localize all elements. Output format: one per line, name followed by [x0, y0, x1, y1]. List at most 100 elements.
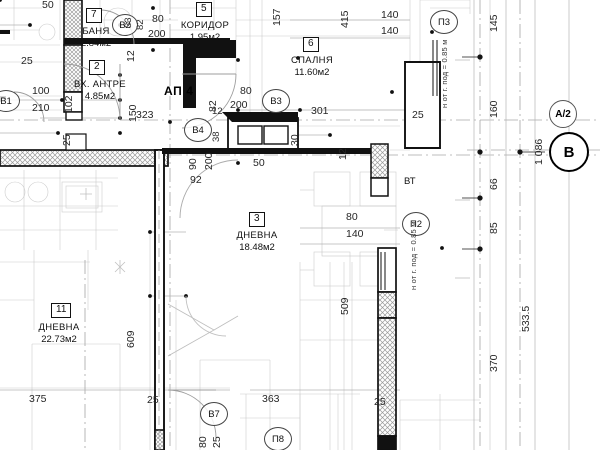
kitchen-counter-block [222, 112, 299, 151]
wall-hatched-horizontal-main [0, 149, 169, 167]
dim-25-b: 25 [61, 134, 73, 146]
dim-25-f: 25 [211, 436, 223, 448]
dim-323: 323 [136, 109, 154, 121]
dim-509: 509 [339, 297, 351, 315]
room-number-11: 11 [51, 303, 72, 318]
dim-301: 301 [311, 105, 329, 117]
window-tag-p3[interactable]: П3 [430, 10, 458, 34]
door-leaves [119, 64, 236, 391]
wall-pier-white [370, 177, 389, 197]
dim-145: 145 [488, 14, 500, 32]
dim-82-top: 82 [135, 19, 146, 30]
label-vt: ВТ [404, 176, 416, 187]
wall-bath-bottom [64, 38, 230, 44]
room-number-2: 2 [89, 60, 105, 75]
apartment-label: АП 4 [164, 84, 194, 98]
dim-12-b: 12 [212, 106, 223, 117]
dim-92: 92 [190, 174, 202, 186]
grid-marker-b[interactable]: B [549, 132, 589, 172]
dim-90: 90 [187, 158, 199, 170]
room-name-living11: ДНЕВНА [38, 322, 80, 333]
dim-38: 38 [211, 131, 222, 142]
dim-375: 375 [29, 393, 47, 405]
room-area-bedroom: 11.60м2 [294, 67, 330, 78]
window-tag-p2[interactable]: П2 [402, 212, 430, 236]
room-name-living3: ДНЕВНА [236, 230, 278, 241]
dim-370: 370 [488, 354, 500, 372]
room-number-7: 7 [86, 8, 102, 23]
room-number-5: 5 [196, 2, 212, 17]
dim-140-c: 140 [346, 228, 364, 240]
level-note-bottom: н от г. под = 0.85 м [409, 221, 418, 290]
dim-415: 415 [339, 10, 351, 28]
folding-door-lines [167, 303, 239, 357]
dim-80-c: 80 [346, 211, 358, 223]
dim-100: 100 [32, 85, 50, 97]
dim-533-5: 533.5 [520, 305, 532, 332]
wall-vertical-central [154, 149, 165, 450]
room-area-corridor: 1.95м2 [189, 32, 221, 43]
grid-marker-a2[interactable]: A/2 [549, 100, 577, 128]
dim-25-d: 25 [147, 394, 159, 406]
room-number-3: 3 [249, 212, 265, 227]
dim-363: 363 [262, 393, 280, 405]
dim-30: 30 [289, 134, 301, 146]
wall-left-stub [65, 111, 83, 121]
wall-left-edge-bit [0, 30, 10, 34]
dim-85: 85 [488, 222, 500, 234]
room-area-entry: 4.85м2 [84, 91, 116, 102]
door-tag-v4[interactable]: В4 [184, 118, 212, 142]
dim-140-b: 140 [381, 25, 399, 37]
dim-25-e: 25 [374, 396, 386, 408]
wall-pier-hatched [370, 143, 389, 179]
dim-80-top: 80 [152, 13, 164, 25]
window-tag-p8[interactable]: П8 [264, 427, 292, 450]
dim-66: 66 [488, 178, 500, 190]
dim-210: 210 [32, 102, 50, 114]
dim-1086: 1 086 [533, 138, 545, 165]
dim-140-a: 140 [381, 9, 399, 21]
room-name-bath: БАНЯ [82, 26, 110, 37]
dim-80-d: 80 [197, 436, 209, 448]
dimension-lines [0, 0, 570, 450]
dim-25-c: 25 [412, 109, 424, 121]
wall-right-bedroom [404, 61, 441, 149]
dim-50-top: 50 [42, 0, 54, 11]
dim-160: 160 [488, 100, 500, 118]
level-note-top: н от г. под = 0.85 м [440, 39, 449, 108]
dim-200-b: 200 [230, 99, 248, 111]
wall-notch [65, 133, 87, 151]
door-tag-v3[interactable]: В3 [262, 89, 290, 113]
dim-33: 33 [123, 17, 134, 28]
room-area-living11: 22.73м2 [41, 334, 77, 345]
door-tag-v2[interactable]: В2 [112, 14, 138, 36]
dim-157: 157 [271, 8, 283, 26]
window-openings [380, 40, 438, 290]
room-name-bedroom: СПАЛНЯ [291, 55, 333, 66]
dim-12-c: 12 [337, 148, 349, 160]
dim-102: 102 [63, 95, 75, 113]
dimension-ticks [462, 54, 545, 252]
wall-horizontal-living [162, 148, 380, 154]
dim-200-top: 200 [148, 28, 166, 40]
fixture-asterisk [80, 188, 126, 274]
dim-200-c: 200 [203, 152, 215, 170]
wall-right-vertical-lower [377, 247, 397, 450]
wall-corridor-L [183, 40, 236, 108]
dim-80-b: 80 [240, 85, 252, 97]
room-name-corridor: КОРИДОР [180, 20, 230, 31]
wall-hatched-topleft [63, 0, 83, 113]
room-name-entry: ВХ. АНТРЕ [74, 79, 126, 90]
door-tag-v1[interactable]: В1 [0, 90, 20, 112]
room-area-living3: 18.48м2 [239, 242, 275, 253]
door-tag-v7[interactable]: В7 [200, 402, 228, 426]
dim-12-a: 12 [125, 50, 137, 62]
dim-50-b: 50 [253, 157, 265, 169]
dim-609: 609 [125, 330, 137, 348]
wall-vertical-central-hatch [154, 429, 165, 450]
room-area-bath: 2.84м2 [80, 38, 112, 49]
dim-25-a: 25 [21, 55, 33, 67]
